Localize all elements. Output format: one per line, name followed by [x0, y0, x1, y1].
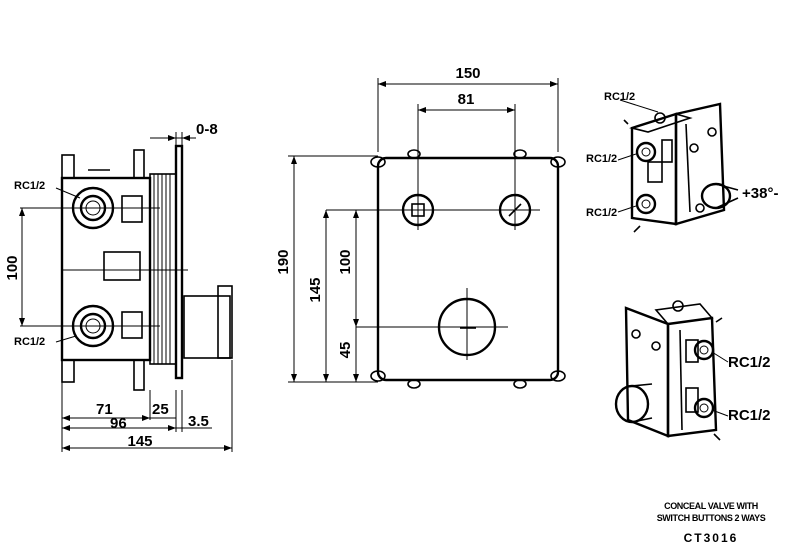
- side-dim-height: 100: [4, 255, 21, 280]
- side-dim-25: 25: [152, 401, 169, 418]
- side-dim-96: 96: [110, 415, 127, 432]
- caption-line-2: SWITCH BUTTONS 2 WAYS: [656, 513, 766, 523]
- side-dim-3-5: 3.5: [188, 413, 209, 430]
- side-view: RC1/2 RC1/2 100 0-8 71 96 25 3.5 145: [4, 121, 233, 452]
- iso-view-top: RC1/2 RC1/2 RC1/2 +38°-: [586, 91, 778, 233]
- product-description: CONCEAL VALVE WITH SWITCH BUTTONS 2 WAYS: [641, 500, 781, 524]
- side-port-top-label: RC1/2: [14, 180, 45, 192]
- ribbed-collar: [149, 173, 177, 365]
- side-dim-gap: 0-8: [196, 121, 218, 138]
- front-dim-height: 190: [275, 249, 292, 274]
- iso-top-port-top-label: RC1/2: [604, 91, 635, 103]
- side-port-bottom-label: RC1/2: [14, 336, 45, 348]
- iso-view-bottom: RC1/2 RC1/2: [614, 300, 771, 441]
- side-dim-145: 145: [127, 433, 152, 450]
- front-dim-145: 145: [307, 277, 324, 302]
- model-number: CT3016: [683, 531, 739, 545]
- iso-bottom-port-bottom-label: RC1/2: [728, 407, 771, 424]
- iso-top-port-left-top-label: RC1/2: [586, 153, 617, 165]
- iso-top-angle-label: +38°-: [742, 185, 778, 202]
- front-view: 150 81 190 145 100 45: [275, 65, 566, 389]
- front-dim-100: 100: [337, 249, 354, 274]
- front-dim-width: 150: [455, 65, 480, 82]
- front-dim-spacing: 81: [458, 91, 475, 108]
- caption-line-1: CONCEAL VALVE WITH: [664, 501, 758, 511]
- iso-bottom-port-top-label: RC1/2: [728, 354, 771, 371]
- iso-top-port-left-bottom-label: RC1/2: [586, 207, 617, 219]
- side-dim-71: 71: [96, 401, 113, 418]
- front-dim-45: 45: [337, 342, 354, 359]
